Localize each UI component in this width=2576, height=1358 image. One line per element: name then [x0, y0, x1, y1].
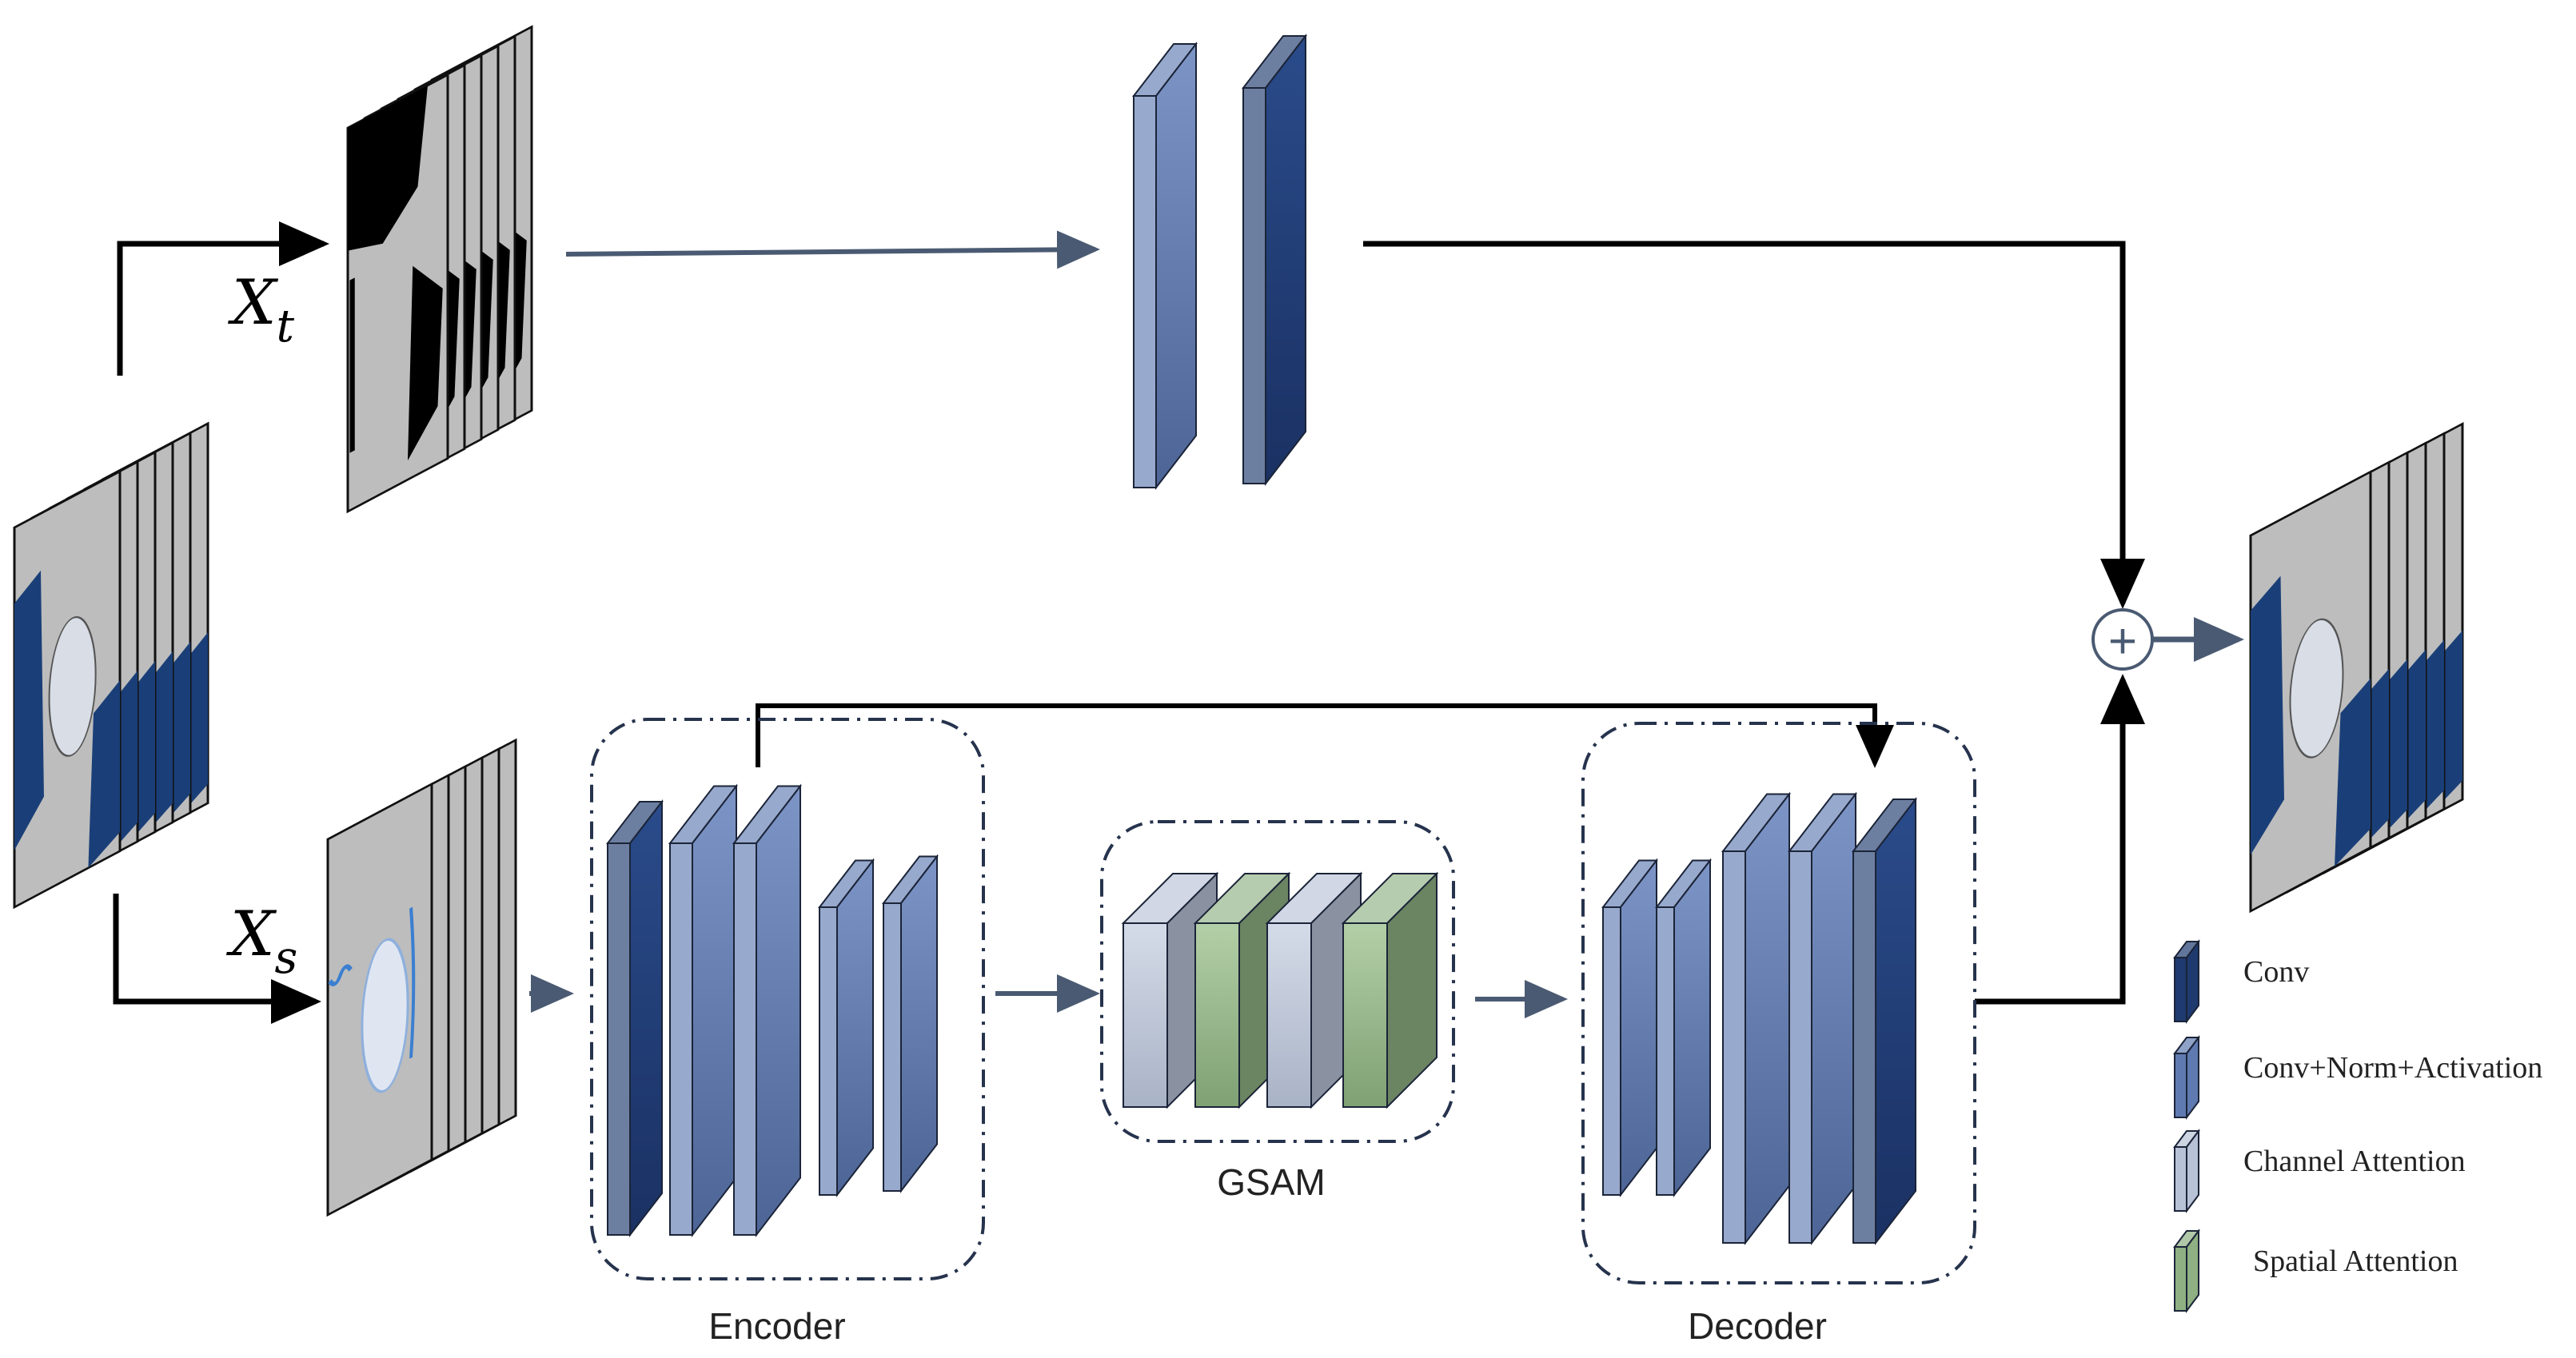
map-frame	[13, 469, 122, 910]
connectors	[113, 221, 2244, 1024]
xt-stack	[346, 25, 533, 514]
input-stack	[13, 421, 209, 910]
xt-label: Xt	[227, 267, 295, 352]
map-frame	[346, 73, 449, 514]
legend-label: Spatial Attention	[2253, 1245, 2458, 1278]
xt-branch-arrow	[117, 221, 329, 376]
xt-to-temporal-arrow	[565, 230, 1100, 269]
map-frame	[326, 782, 433, 1217]
temporal-to-fusion-arrow	[1363, 241, 2145, 609]
stack-layer	[13, 469, 122, 910]
encoder-conv-block	[605, 799, 664, 1237]
encoder-label: Encoder	[708, 1305, 845, 1347]
decoder-conv-block	[1851, 797, 1918, 1245]
legend-item: Conv+Norm+Activation	[2173, 1035, 2542, 1120]
skip-connection-arrow	[756, 703, 1894, 768]
legend-item: Channel Attention	[2173, 1129, 2466, 1213]
encoder-box	[590, 718, 985, 1280]
legend-item: Conv	[2173, 939, 2309, 1024]
stack-layer	[2249, 469, 2372, 914]
legend-swatch	[2173, 1035, 2200, 1120]
xs-stack	[326, 738, 517, 1217]
map-frame	[2249, 469, 2372, 914]
encoder-block-4	[881, 854, 939, 1193]
decoder-block-2	[1654, 858, 1713, 1197]
gsam-label: GSAM	[1217, 1161, 1325, 1203]
fusion-symbol: +	[2108, 614, 2137, 669]
legend-label: Conv+Norm+Activation	[2243, 1051, 2542, 1085]
encoder-block-2	[732, 783, 803, 1237]
encoder-blocks	[605, 783, 939, 1237]
stack-layer	[346, 73, 449, 514]
xs-label: Xs	[225, 898, 297, 984]
decoder-label: Decoder	[1688, 1305, 1827, 1347]
decoder-block-4	[1787, 791, 1858, 1245]
xs-branch-arrow	[113, 894, 321, 1024]
encoder-block-3	[817, 858, 875, 1197]
temporal-conv-norm-block	[1131, 42, 1198, 490]
legend-label: Conv	[2243, 955, 2309, 989]
legend-swatch	[2173, 939, 2200, 1024]
decoder-blocks	[1601, 791, 1918, 1245]
decoder-block-3	[1721, 791, 1792, 1245]
gsam-box	[1100, 820, 1455, 1143]
decoder-box	[1581, 722, 1976, 1284]
temporal-conv-block	[1241, 34, 1308, 486]
legend-swatch	[2173, 1229, 2200, 1313]
encoder-block-1	[668, 783, 739, 1237]
stack-layer	[326, 782, 433, 1217]
gsam-blocks	[1121, 871, 1439, 1109]
legend-label: Channel Attention	[2243, 1145, 2466, 1178]
decoder-to-fusion-arrow	[1975, 674, 2145, 1005]
temporal-blocks	[1131, 34, 1308, 490]
legend-item: Spatial Attention	[2173, 1229, 2458, 1313]
output-stack	[2249, 421, 2464, 914]
fusion-node: +	[2092, 608, 2154, 671]
decoder-block-1	[1601, 858, 1659, 1197]
legend-swatch	[2173, 1129, 2200, 1213]
gsam-spatial-attention-2	[1341, 871, 1439, 1109]
